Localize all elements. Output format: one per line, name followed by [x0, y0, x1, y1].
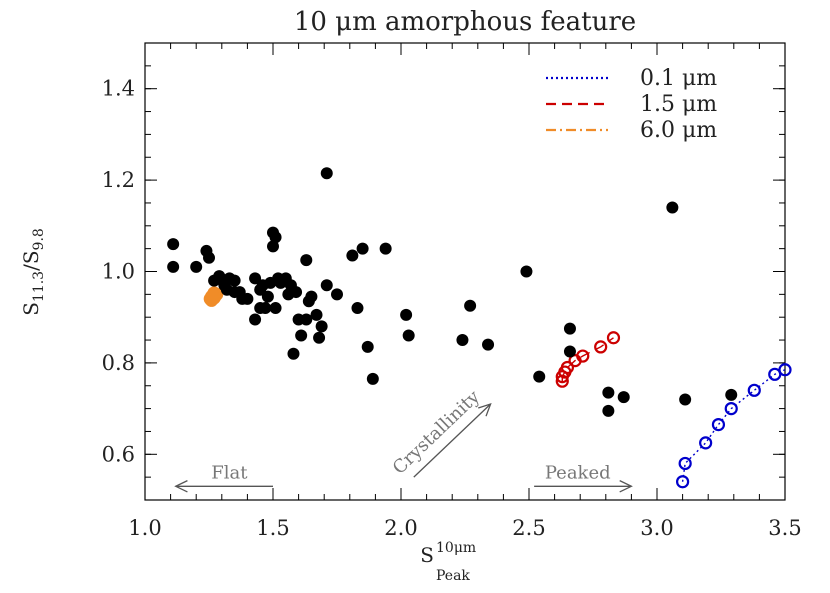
x-axis-label-sub: Peak — [436, 568, 470, 584]
x-axis-label-sup: 10μm — [436, 540, 476, 556]
legend-label: 0.1 μm — [640, 66, 717, 91]
data-point — [602, 386, 615, 399]
data-point — [315, 320, 328, 333]
data-point — [287, 347, 300, 360]
x-tick-label: 2.0 — [384, 516, 417, 540]
y-tick-labels: 0.6 0.8 1.0 1.2 1.4 — [102, 77, 135, 467]
x-tick-label: 1.0 — [128, 516, 161, 540]
series-point-0 — [675, 475, 690, 489]
x-tick-label: 3.5 — [768, 516, 801, 540]
y-axis-label: S11.3/S9.8 — [19, 228, 47, 316]
data-point — [313, 331, 326, 344]
data-point — [456, 334, 469, 347]
data-point — [241, 292, 254, 305]
y-tick-label: 0.6 — [102, 442, 135, 466]
series-point-1 — [576, 349, 590, 363]
series-point-0 — [747, 383, 761, 397]
observed-points — [167, 167, 738, 417]
x-tick-label: 2.5 — [512, 516, 545, 540]
data-point — [331, 288, 343, 301]
data-point — [563, 322, 576, 335]
data-point — [379, 242, 392, 255]
data-point — [269, 302, 282, 315]
data-point — [213, 270, 226, 283]
data-point — [249, 272, 262, 285]
data-point — [295, 329, 308, 342]
data-point — [320, 279, 333, 292]
series-point-0 — [724, 402, 738, 416]
y-tick-label: 0.8 — [102, 351, 135, 375]
peaked-arrow-head — [619, 480, 633, 493]
data-point — [361, 340, 374, 353]
series-point-1 — [594, 340, 608, 354]
annotation-crystallinity: Crystallinity — [389, 386, 485, 479]
data-point — [290, 286, 303, 299]
data-point — [520, 265, 533, 278]
data-point — [351, 302, 364, 315]
data-point — [400, 308, 413, 321]
data-point — [310, 308, 323, 321]
series-point-0 — [699, 436, 713, 450]
data-point — [679, 393, 692, 406]
data-point — [533, 370, 546, 383]
data-point — [482, 338, 495, 351]
data-point — [346, 249, 359, 262]
data-point — [167, 260, 180, 273]
data-point — [267, 240, 279, 253]
data-point — [563, 345, 576, 358]
data-point — [259, 302, 272, 315]
x-tick-label: 1.5 — [256, 516, 289, 540]
data-point — [269, 231, 282, 244]
data-point — [617, 391, 630, 404]
data-point — [666, 201, 679, 214]
data-point — [602, 404, 615, 417]
annotation-peaked: Peaked — [545, 462, 611, 483]
series-point-2 — [207, 286, 221, 300]
series-point-0 — [778, 363, 792, 377]
x-tick-labels: 1.0 1.5 2.0 2.5 3.0 3.5 — [128, 516, 801, 540]
data-point — [725, 388, 738, 401]
axis-ticks — [144, 42, 786, 501]
y-tick-label: 1.4 — [102, 77, 135, 101]
annotations: Flat Peaked Crystallinity — [174, 386, 633, 493]
y-tick-label: 1.0 — [102, 260, 135, 284]
data-point — [300, 313, 313, 326]
data-point — [228, 274, 241, 287]
data-point — [366, 372, 379, 385]
series-point-0 — [678, 456, 692, 471]
data-point — [305, 290, 318, 303]
x-axis-label-main: S — [420, 543, 434, 567]
y-tick-label: 1.2 — [102, 168, 135, 192]
crystallinity-arrow-head — [478, 402, 492, 417]
flat-arrow-head — [174, 480, 188, 493]
annotation-flat: Flat — [211, 462, 248, 483]
series-point-1 — [606, 331, 621, 345]
legend-label: 1.5 μm — [640, 92, 717, 117]
data-point — [464, 299, 477, 312]
series-point-0 — [711, 417, 726, 432]
x-tick-label: 3.0 — [640, 516, 673, 540]
data-point — [402, 329, 415, 342]
series-point-1 — [560, 360, 575, 375]
data-point — [320, 167, 333, 180]
crystallinity-arrow-line — [413, 403, 492, 478]
data-point — [300, 254, 313, 267]
model-series — [203, 286, 792, 489]
series-line-0 — [681, 369, 786, 482]
data-point — [167, 238, 180, 251]
data-point — [249, 313, 262, 326]
chart-title: 10 μm amorphous feature — [294, 7, 636, 37]
legend: 0.1 μm1.5 μm6.0 μm — [546, 66, 717, 143]
data-point — [356, 242, 369, 255]
x-axis-label: S 10μm Peak — [420, 540, 476, 584]
data-point — [203, 251, 215, 264]
data-point — [190, 260, 203, 273]
data-point — [261, 290, 274, 303]
legend-label: 6.0 μm — [640, 118, 717, 143]
